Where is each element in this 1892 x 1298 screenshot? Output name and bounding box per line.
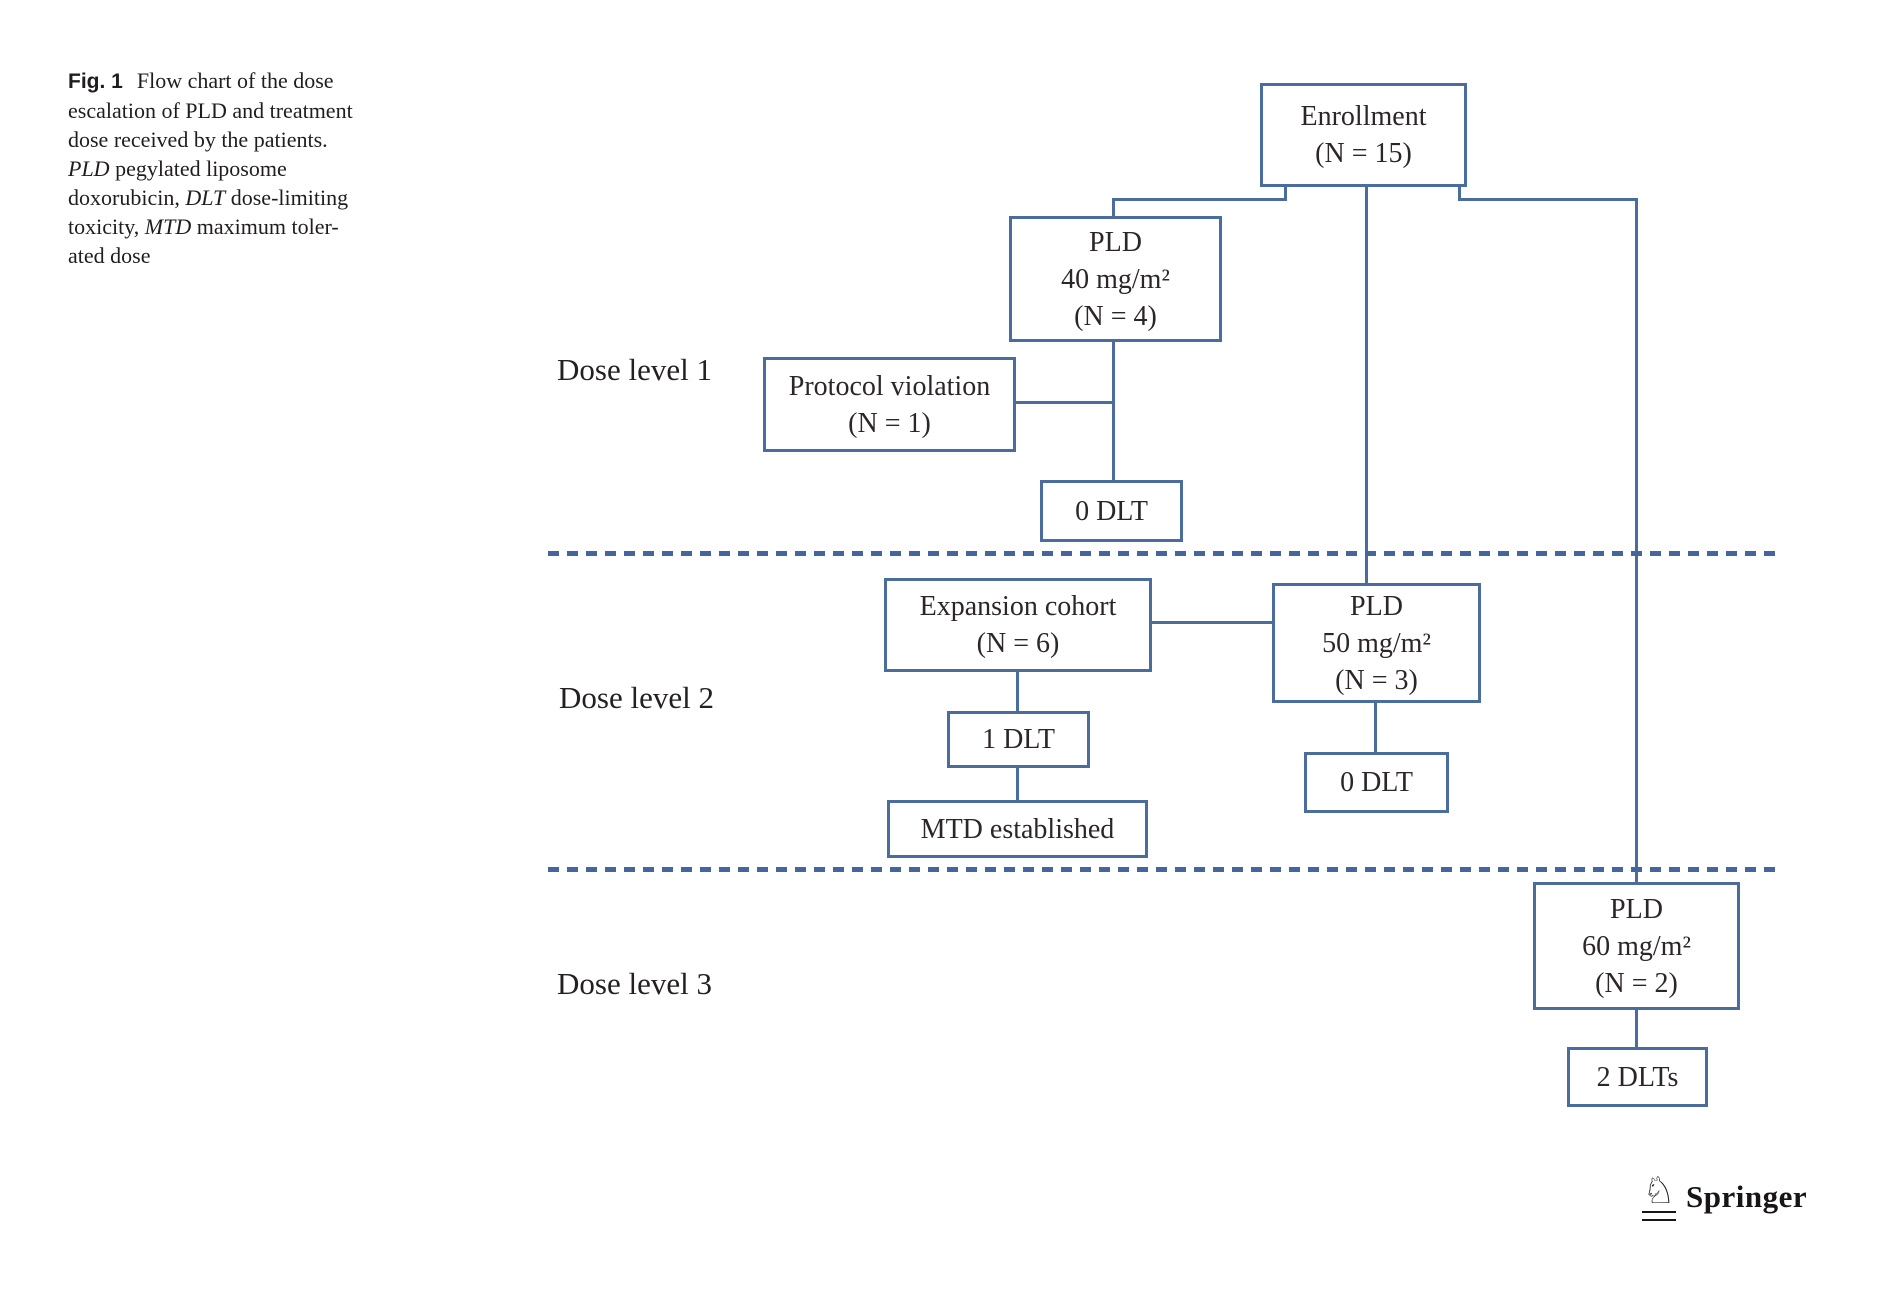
abbrev-pld: PLD bbox=[68, 156, 110, 181]
box-protocol-violation: Protocol violation (N = 1) bbox=[763, 357, 1016, 452]
expansion-cohort-count: (N = 6) bbox=[976, 628, 1060, 659]
caption-line: dose received by the patients. bbox=[68, 127, 328, 152]
dose-level-2-label: Dose level 2 bbox=[559, 680, 714, 715]
dlt0-level1-text: 0 DLT bbox=[1075, 495, 1148, 527]
protocol-violation-title: Protocol violation bbox=[788, 370, 991, 402]
caption-line: escalation of PLD and treatment bbox=[68, 98, 353, 123]
box-dlt0-level1: 0 DLT bbox=[1040, 480, 1183, 542]
connector-pld40-to-dlt0 bbox=[1112, 340, 1115, 482]
box-expansion-cohort: Expansion cohort (N = 6) bbox=[884, 578, 1152, 672]
caption-line: PLD pegylated liposome bbox=[68, 154, 488, 183]
connector-enrollment-to-pld60-vertical bbox=[1635, 198, 1638, 884]
pld60-count: (N = 2) bbox=[1595, 967, 1678, 999]
dose-level-1-label: Dose level 1 bbox=[557, 352, 712, 387]
springer-knight-icon: ♘ bbox=[1642, 1172, 1676, 1221]
mtd-established-text: MTD established bbox=[920, 813, 1115, 845]
box-mtd-established: MTD established bbox=[887, 800, 1148, 858]
divider-level1-level2 bbox=[548, 551, 1781, 556]
connector-enrollment-right-stub bbox=[1458, 185, 1461, 201]
pld40-dose: 40 mg/m² bbox=[1061, 263, 1170, 295]
caption-text: toxicity, bbox=[68, 214, 145, 239]
caption-line: toxicity, MTD maximum toler- bbox=[68, 212, 488, 241]
pld40-title: PLD bbox=[1089, 226, 1142, 258]
connector-expansion-to-dlt1 bbox=[1016, 671, 1019, 713]
publisher-name: Springer bbox=[1686, 1178, 1808, 1214]
pld50-title: PLD bbox=[1350, 590, 1403, 622]
pld60-title: PLD bbox=[1610, 893, 1663, 925]
caption-line: ated dose bbox=[68, 243, 151, 268]
caption-text: doxorubicin, bbox=[68, 185, 186, 210]
box-dlt1-level2: 1 DLT bbox=[947, 711, 1090, 768]
figure-number-label: Fig. 1 bbox=[68, 70, 123, 93]
dlt1-level2-text: 1 DLT bbox=[982, 724, 1055, 755]
enrollment-count: (N = 15) bbox=[1315, 138, 1412, 169]
abbrev-dlt: DLT bbox=[185, 185, 226, 210]
pld50-count: (N = 3) bbox=[1335, 664, 1418, 696]
enrollment-title: Enrollment bbox=[1300, 101, 1427, 132]
connector-pld40-entry-stub bbox=[1112, 198, 1115, 218]
connector-pld50-to-dlt0 bbox=[1374, 701, 1377, 754]
figure-caption: Fig. 1 Flow chart of the dose escalation … bbox=[68, 66, 488, 270]
connector-protocol-violation-branch bbox=[1014, 401, 1114, 404]
pld60-dose: 60 mg/m² bbox=[1582, 930, 1691, 962]
caption-text: pegylated liposome bbox=[109, 156, 287, 181]
caption-line: Fig. 1 Flow chart of the dose bbox=[68, 66, 488, 96]
box-pld50: PLD 50 mg/m² (N = 3) bbox=[1272, 583, 1481, 703]
publisher-logo: ♘ Springer bbox=[1642, 1172, 1807, 1221]
caption-text: maximum toler- bbox=[191, 214, 339, 239]
connector-pld60-to-dlts2 bbox=[1635, 1008, 1638, 1049]
abbrev-mtd: MTD bbox=[144, 214, 192, 239]
connector-expansion-to-pld50 bbox=[1150, 621, 1274, 624]
connector-enrollment-left-stub bbox=[1284, 185, 1287, 201]
pld50-dose: 50 mg/m² bbox=[1322, 627, 1431, 659]
knight-base-lines bbox=[1642, 1211, 1676, 1221]
caption-text: Flow chart of the dose bbox=[136, 68, 334, 93]
caption-line: doxorubicin, DLT dose-limiting bbox=[68, 183, 488, 212]
dlt0-level2-text: 0 DLT bbox=[1340, 767, 1413, 798]
box-dlt0-level2: 0 DLT bbox=[1304, 752, 1449, 813]
connector-enrollment-to-pld50-vertical bbox=[1365, 185, 1368, 585]
caption-text: dose-limiting bbox=[225, 185, 349, 210]
box-pld40: PLD 40 mg/m² (N = 4) bbox=[1009, 216, 1222, 342]
dlts2-level3-text: 2 DLTs bbox=[1596, 1061, 1679, 1093]
connector-enrollment-to-pld60-horizontal bbox=[1458, 198, 1638, 201]
pld40-count: (N = 4) bbox=[1074, 300, 1157, 332]
connector-dlt1-to-mtd bbox=[1016, 766, 1019, 802]
box-dlts2-level3: 2 DLTs bbox=[1567, 1047, 1708, 1107]
box-enrollment: Enrollment (N = 15) bbox=[1260, 83, 1467, 187]
protocol-violation-count: (N = 1) bbox=[848, 407, 931, 439]
box-pld60: PLD 60 mg/m² (N = 2) bbox=[1533, 882, 1740, 1010]
expansion-cohort-title: Expansion cohort bbox=[919, 591, 1117, 622]
dose-level-3-label: Dose level 3 bbox=[557, 966, 712, 1001]
connector-enrollment-to-pld40-horizontal bbox=[1112, 198, 1287, 201]
divider-level2-level3 bbox=[548, 867, 1781, 872]
knight-glyph: ♘ bbox=[1642, 1169, 1676, 1212]
